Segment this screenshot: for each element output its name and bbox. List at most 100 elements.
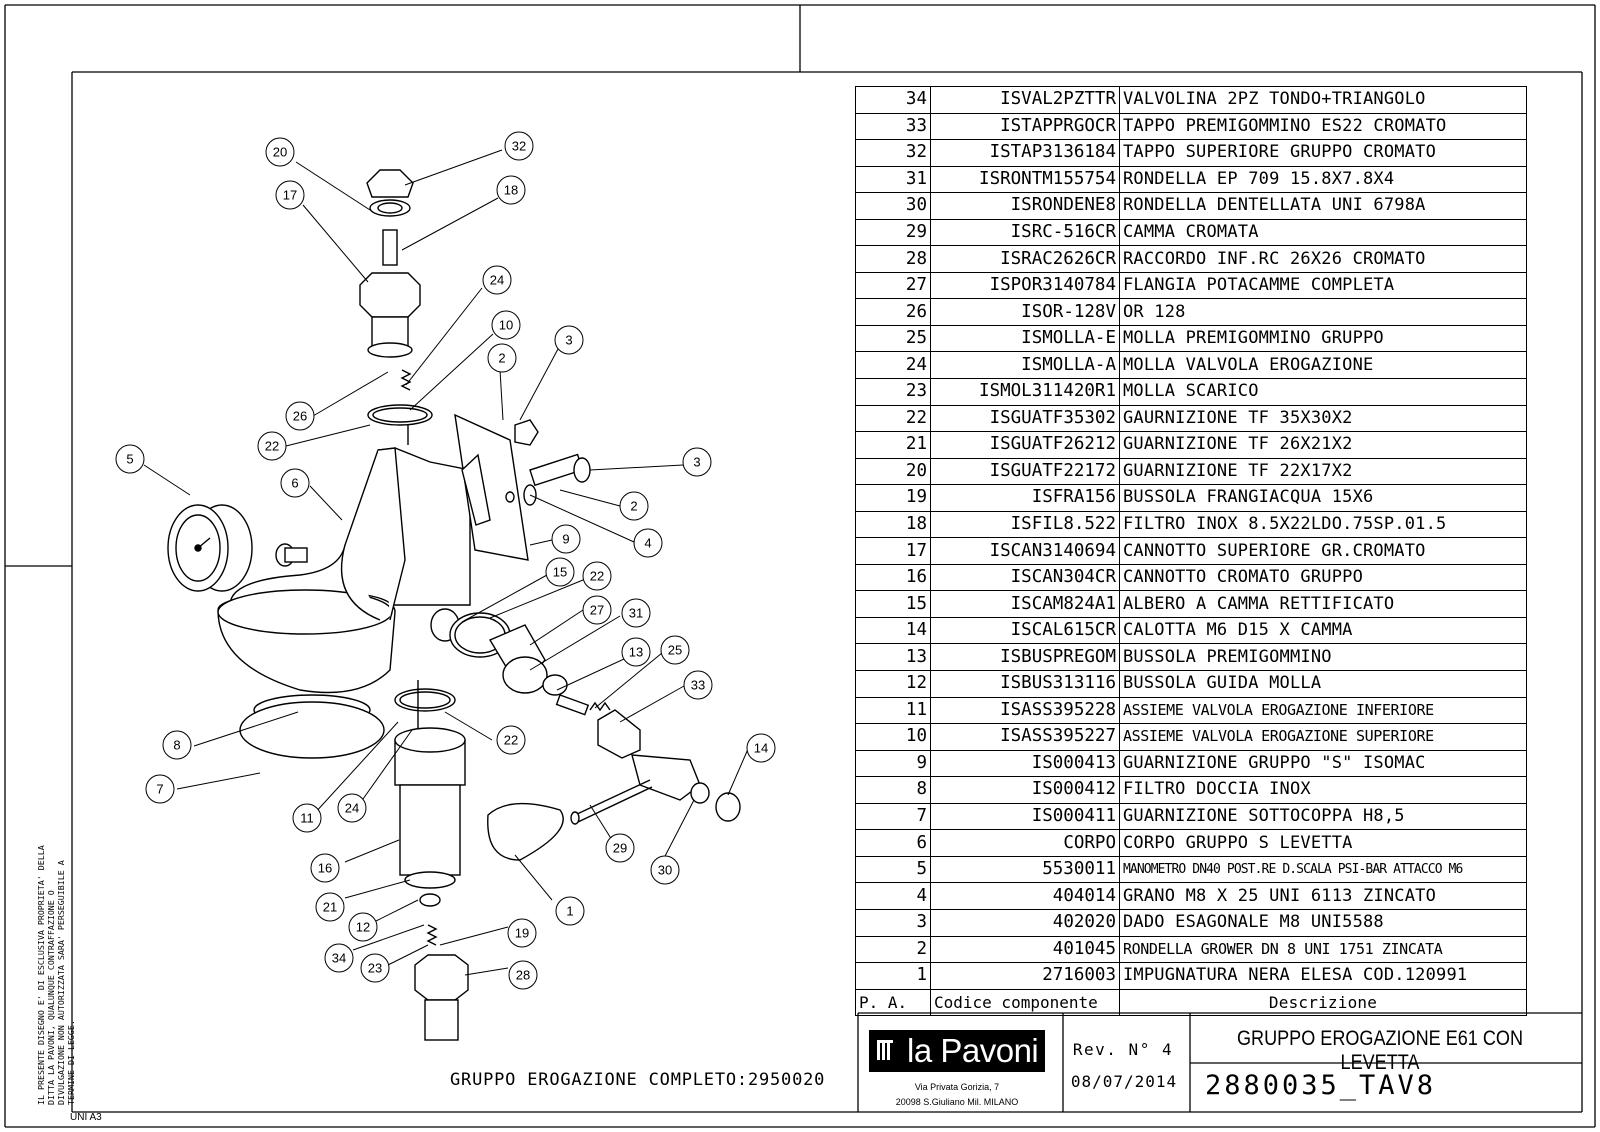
callout-circle: [582, 561, 612, 591]
table-cell-code: ISASS395228: [930, 696, 1120, 725]
table-cell-pa: 28: [855, 245, 931, 273]
table-cell-desc: RONDELLA DENTELLATA UNI 6798A: [1119, 192, 1527, 220]
assembly-caption: GRUPPO EROGAZIONE COMPLETO:2950020: [450, 1070, 826, 1090]
table-cell-code: CORPO: [930, 829, 1120, 857]
callout-circle: [275, 180, 305, 210]
callout-number: 24: [345, 801, 359, 816]
table-cell-desc: GAURNIZIONE TF 35X30X2: [1119, 404, 1527, 433]
table-cell-code: ISCAL615CR: [930, 616, 1120, 645]
table-header-code: Codice componente: [930, 988, 1120, 1017]
callout-circle: [507, 918, 537, 948]
callout-circle: [582, 595, 612, 625]
table-cell-desc: GUARNIZIONE TF 22X17X2: [1119, 457, 1527, 486]
table-cell-code: ISOR-128V: [930, 298, 1120, 326]
table-cell-code: ISBUS313116: [930, 670, 1120, 698]
table-cell-pa: 20: [855, 457, 931, 486]
callout-number: 2: [498, 351, 505, 366]
callout-circle: [496, 725, 526, 755]
table-cell-pa: 16: [855, 563, 931, 592]
table-cell-pa: 27: [855, 271, 931, 300]
callout-circle: [551, 524, 581, 554]
table-cell-pa: 32: [855, 139, 931, 167]
table-cell-pa: 18: [855, 510, 931, 539]
callout-number: 30: [658, 863, 672, 878]
table-cell-desc: CANNOTTO CROMATO GRUPPO: [1119, 563, 1527, 592]
table-cell-desc: RACCORDO INF.RC 26X26 CROMATO: [1119, 245, 1527, 273]
table-cell-desc: OR 128: [1119, 298, 1527, 326]
table-cell-code: 404014: [930, 882, 1120, 910]
table-cell-code: ISRONDENE8: [930, 192, 1120, 220]
callout-number: 11: [300, 811, 314, 826]
callout-circle: [115, 444, 145, 474]
callout-circle: [360, 953, 390, 983]
table-cell-code: ISMOLLA-A: [930, 351, 1120, 380]
callout-number: 10: [499, 318, 513, 333]
table-cell-pa: 23: [855, 378, 931, 406]
callout-circle: [285, 401, 315, 431]
table-cell-pa: 8: [855, 776, 931, 804]
callout-number: 12: [356, 920, 370, 935]
table-cell-code: ISRAC2626CR: [930, 245, 1120, 273]
table-cell-pa: 14: [855, 616, 931, 645]
table-cell-desc: GUARNIZIONE TF 26X21X2: [1119, 431, 1527, 459]
table-cell-desc: RONDELLA EP 709 15.8X7.8X4: [1119, 165, 1527, 194]
table-cell-code: ISFIL8.522: [930, 510, 1120, 539]
callout-number: 31: [629, 606, 643, 621]
callout-circle: [348, 912, 378, 942]
table-cell-code: ISBUSPREGOM: [930, 643, 1120, 672]
table-cell-desc: IMPUGNATURA NERA ELESA COD.120991: [1119, 962, 1527, 990]
callout-circle: [660, 635, 690, 665]
callout-circle: [650, 855, 680, 885]
table-cell-code: ISRONTM155754: [930, 165, 1120, 194]
table-cell-pa: 31: [855, 165, 931, 194]
legal-note: IL PRESENTE DISEGNO E' DI ESCLUSIVA PROP…: [36, 845, 76, 1105]
callout-circle: [337, 793, 367, 823]
table-cell-desc: MOLLA VALVOLA EROGAZIONE: [1119, 351, 1527, 380]
callout-circle: [482, 265, 512, 295]
callout-circle: [683, 670, 713, 700]
callout-circle: [145, 774, 175, 804]
table-cell-pa: 24: [855, 351, 931, 380]
table-cell-desc: MOLLA PREMIGOMMINO GRUPPO: [1119, 324, 1527, 353]
table-cell-code: ISTAPPRGOCR: [930, 112, 1120, 141]
callout-circle: [605, 833, 635, 863]
table-cell-pa: 25: [855, 324, 931, 353]
callout-circle: [621, 637, 651, 667]
revision-number: Rev. N° 4: [1072, 1040, 1174, 1059]
table-cell-code: ISCAN304CR: [930, 563, 1120, 592]
table-header-desc: Descrizione: [1119, 988, 1527, 1017]
table-cell-pa: 17: [855, 537, 931, 565]
table-cell-pa: 19: [855, 484, 931, 512]
callout-number: 22: [590, 569, 604, 584]
table-cell-desc: ASSIEME VALVOLA EROGAZIONE SUPERIORE: [1119, 723, 1527, 751]
table-cell-code: ISVAL2PZTTR: [930, 86, 1120, 114]
table-cell-pa: 26: [855, 298, 931, 326]
callout-circle: [491, 310, 521, 340]
table-cell-code: 2716003: [930, 962, 1120, 990]
callout-number: 16: [318, 861, 332, 876]
callout-number: 19: [515, 926, 529, 941]
leader-lines: [143, 149, 749, 976]
table-cell-desc: BUSSOLA GUIDA MOLLA: [1119, 670, 1527, 698]
callout-number: 7: [156, 782, 163, 797]
callout-circle: [746, 733, 776, 763]
table-cell-code: ISGUATF22172: [930, 457, 1120, 486]
callout-number: 1: [566, 904, 573, 919]
